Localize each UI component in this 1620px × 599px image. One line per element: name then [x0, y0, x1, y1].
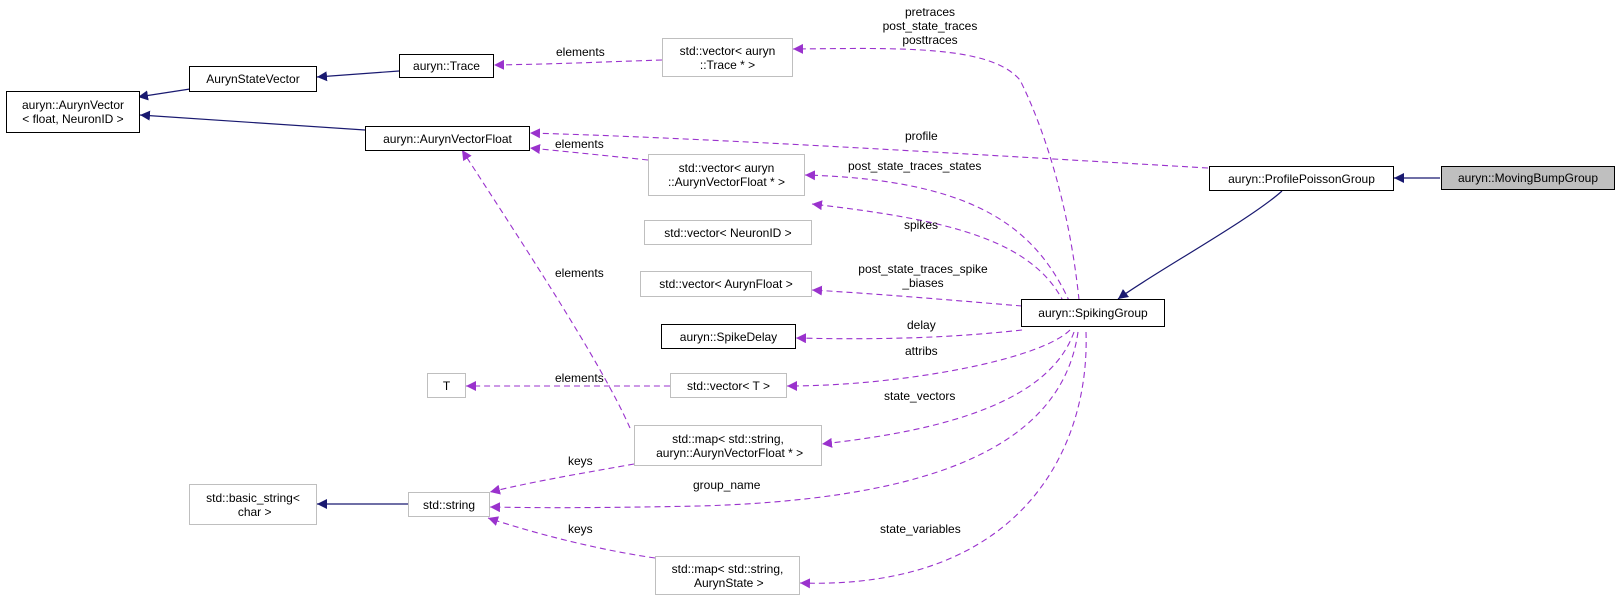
edge-mapavf-to-avf: [461, 149, 631, 429]
label-trace-elements: elements: [556, 45, 605, 59]
label-t-elements: elements: [555, 371, 604, 385]
edge-vectoravf-to-avf: [529, 144, 649, 161]
edge-profilepoisson-to-avf: [529, 128, 1209, 169]
edge-mapavf-to-string: [489, 463, 635, 495]
label-group-name: group_name: [693, 478, 761, 492]
edge-spikinggroup-to-vectorneuronid: [811, 200, 1069, 313]
edge-spikinggroup-to-vectoravf: [804, 170, 1075, 313]
label-delay: delay: [907, 318, 936, 332]
node-map-state[interactable]: std::map< std::string, AurynState >: [655, 556, 800, 595]
edge-spikinggroup-to-vectortrace: [792, 43, 1081, 311]
edge-spikinggroup-to-mapavf: [821, 331, 1075, 448]
edge-spikinggroup-to-string: [489, 331, 1079, 513]
node-profile-poisson-group[interactable]: auryn::ProfilePoissonGroup: [1209, 166, 1394, 191]
edge-spikinggroup-to-vectoraurynfloat: [811, 285, 1023, 307]
edge-trace-to-statevector: [316, 70, 400, 82]
label-attribs: attribs: [905, 344, 938, 358]
node-auryn-state-vector[interactable]: AurynStateVector: [189, 66, 317, 92]
label-spike-biases: post_state_traces_spike _biases: [858, 262, 988, 290]
label-state-variables: state_variables: [880, 522, 961, 536]
node-spike-delay[interactable]: auryn::SpikeDelay: [661, 324, 796, 349]
label-map-elements: elements: [555, 266, 604, 280]
edge-statevector-to-aurynvector: [137, 88, 191, 101]
usage-edges: [461, 43, 1209, 589]
label-state-vectors: state_vectors: [884, 389, 956, 403]
edge-mapstate-to-string: [487, 516, 656, 559]
label-traces-multi: pretraces post_state_traces posttraces: [882, 5, 978, 47]
label-keys-map: keys: [568, 454, 593, 468]
node-basic-string[interactable]: std::basic_string< char >: [189, 484, 317, 525]
inheritance-edges: [137, 70, 1440, 509]
node-map-avf[interactable]: std::map< std::string, auryn::AurynVecto…: [634, 425, 822, 466]
node-std-string[interactable]: std::string: [408, 492, 490, 517]
node-vector-trace-ptr[interactable]: std::vector< auryn ::Trace * >: [662, 38, 793, 77]
node-vector-aurynfloat[interactable]: std::vector< AurynFloat >: [640, 271, 812, 297]
node-vector-t[interactable]: std::vector< T >: [670, 373, 787, 398]
edge-spikinggroup-to-spikedelay: [795, 329, 1023, 344]
edge-spikinggroup-to-vectort: [786, 329, 1071, 391]
edge-vectortrace-to-trace: [493, 59, 663, 70]
edge-profilepoisson-to-spikinggroup: [1117, 190, 1283, 300]
label-profile: profile: [905, 129, 938, 143]
node-auryn-vector-float[interactable]: auryn::AurynVectorFloat: [365, 126, 530, 151]
label-spikes: spikes: [904, 218, 939, 232]
label-keys-state: keys: [568, 522, 593, 536]
node-vector-avf-ptr[interactable]: std::vector< auryn ::AurynVectorFloat * …: [648, 154, 805, 196]
label-post-state-traces-states: post_state_traces_states: [848, 159, 982, 173]
node-auryn-vector[interactable]: auryn::AurynVector < float, NeuronID >: [6, 91, 140, 133]
node-t-param[interactable]: T: [427, 373, 466, 398]
node-moving-bump-group[interactable]: auryn::MovingBumpGroup: [1441, 166, 1615, 190]
edge-avf-to-aurynvector: [139, 110, 366, 131]
node-spiking-group[interactable]: auryn::SpikingGroup: [1021, 299, 1165, 327]
node-trace[interactable]: auryn::Trace: [399, 54, 494, 78]
edge-spikinggroup-to-mapstate: [799, 331, 1087, 589]
node-vector-neuronid[interactable]: std::vector< NeuronID >: [644, 220, 812, 245]
label-avf-elements: elements: [555, 137, 604, 151]
